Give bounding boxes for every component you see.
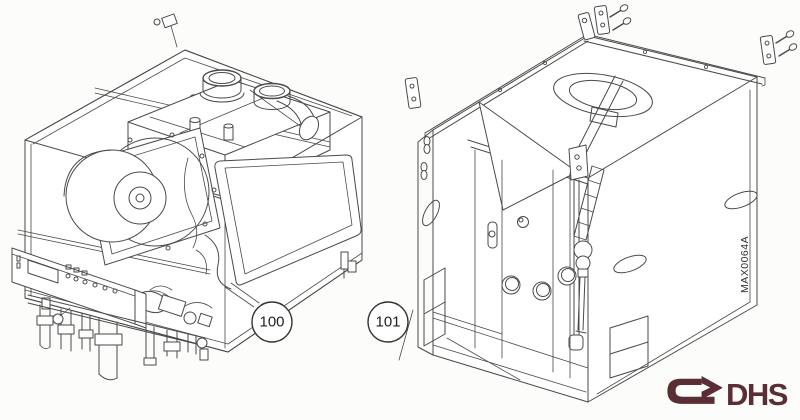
expansion-vessel xyxy=(214,154,362,308)
support-strap xyxy=(568,75,624,351)
callout-100-label: 100 xyxy=(259,314,284,331)
callout-100: 100 xyxy=(251,301,293,343)
flue-opening xyxy=(553,72,653,128)
top-rails xyxy=(424,12,766,143)
drawing-reference-code: MAX0064A xyxy=(739,236,751,293)
dhs-arrow-icon xyxy=(667,376,723,404)
top-fittings xyxy=(153,13,178,48)
interior-panel xyxy=(432,149,589,379)
mounting-brackets-and-screws xyxy=(404,4,798,109)
fan-assembly xyxy=(63,149,167,243)
right-panel-details: MAX0064A xyxy=(609,190,758,379)
dhs-logo-text: DHS xyxy=(726,377,788,412)
callout-101-label: 101 xyxy=(375,314,400,331)
left-panel-details xyxy=(420,136,446,347)
casing-drawing: MAX0064A xyxy=(398,4,798,403)
control-panel xyxy=(11,247,147,329)
flue-collar-left xyxy=(199,69,245,103)
dhs-logo: DHS xyxy=(667,376,789,412)
cables-and-pipes xyxy=(183,157,232,290)
condensate-hose xyxy=(573,165,605,334)
flue-collar-right xyxy=(253,82,320,141)
callout-101: 101 xyxy=(367,301,409,343)
top-panel xyxy=(467,101,589,211)
pipework-manifold xyxy=(27,294,208,381)
boiler-unit-drawing xyxy=(11,13,363,381)
